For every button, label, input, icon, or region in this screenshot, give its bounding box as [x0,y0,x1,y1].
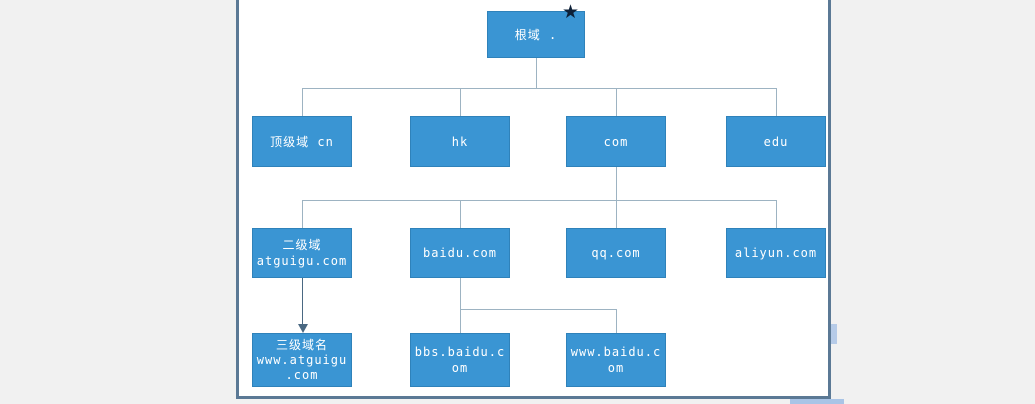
node-third-level-www-baidu: www.baidu.c om [566,333,666,387]
connector-to-edu [776,88,777,116]
connector-to-atguigu [302,200,303,228]
diagram-canvas [236,0,831,399]
node-tld-com-label: com [603,134,629,149]
node-second-level-aliyun: aliyun.com [726,228,826,278]
horizontal-scrollbar-thumb[interactable] [790,399,844,404]
connector-baidu-stem [460,278,461,333]
node-second-level-atguigu-label: 二级域 atguigu.com [256,238,348,268]
node-third-level-bbs-baidu: bbs.baidu.c om [410,333,510,387]
node-tld-hk: hk [410,116,510,167]
node-third-level-www-atguigu-label: 三级域名 www.atguigu .com [256,337,348,382]
connector-to-www-baidu [616,309,617,333]
star-icon: ★ [562,1,580,23]
connector-to-hk [460,88,461,116]
node-tld-com: com [566,116,666,167]
node-second-level-baidu: baidu.com [410,228,510,278]
node-second-level-aliyun-label: aliyun.com [734,246,818,260]
connector-to-aliyun [776,200,777,228]
node-second-level-qq: qq.com [566,228,666,278]
node-second-level-qq-label: qq.com [591,246,641,260]
arrow-down-icon [298,324,308,333]
connector-atguigu-arrow-shaft [302,278,303,326]
node-second-level-baidu-label: baidu.com [422,246,498,260]
node-root-domain: 根域 . [487,11,585,58]
node-tld-cn: 顶级域 cn [252,116,352,167]
connector-to-baidu [460,200,461,228]
connector-level2-rail [302,88,777,89]
connector-baidu-branch-rail [460,309,617,310]
node-tld-hk-label: hk [451,134,469,149]
vertical-scrollbar-thumb[interactable] [831,324,837,344]
node-third-level-www-atguigu: 三级域名 www.atguigu .com [252,333,352,387]
node-tld-cn-label: 顶级域 cn [270,134,334,149]
connector-to-qq [616,200,617,228]
node-tld-edu-label: edu [763,134,789,149]
connector-root-stem [536,58,537,88]
connector-to-com [616,88,617,116]
node-root-domain-label: 根域 . [514,27,558,42]
node-second-level-atguigu: 二级域 atguigu.com [252,228,352,278]
node-third-level-www-baidu-label: www.baidu.c om [570,345,662,375]
connector-to-cn [302,88,303,116]
connector-com-stem [616,167,617,200]
node-third-level-bbs-baidu-label: bbs.baidu.c om [414,345,506,375]
node-tld-edu: edu [726,116,826,167]
connector-level3-rail [302,200,777,201]
